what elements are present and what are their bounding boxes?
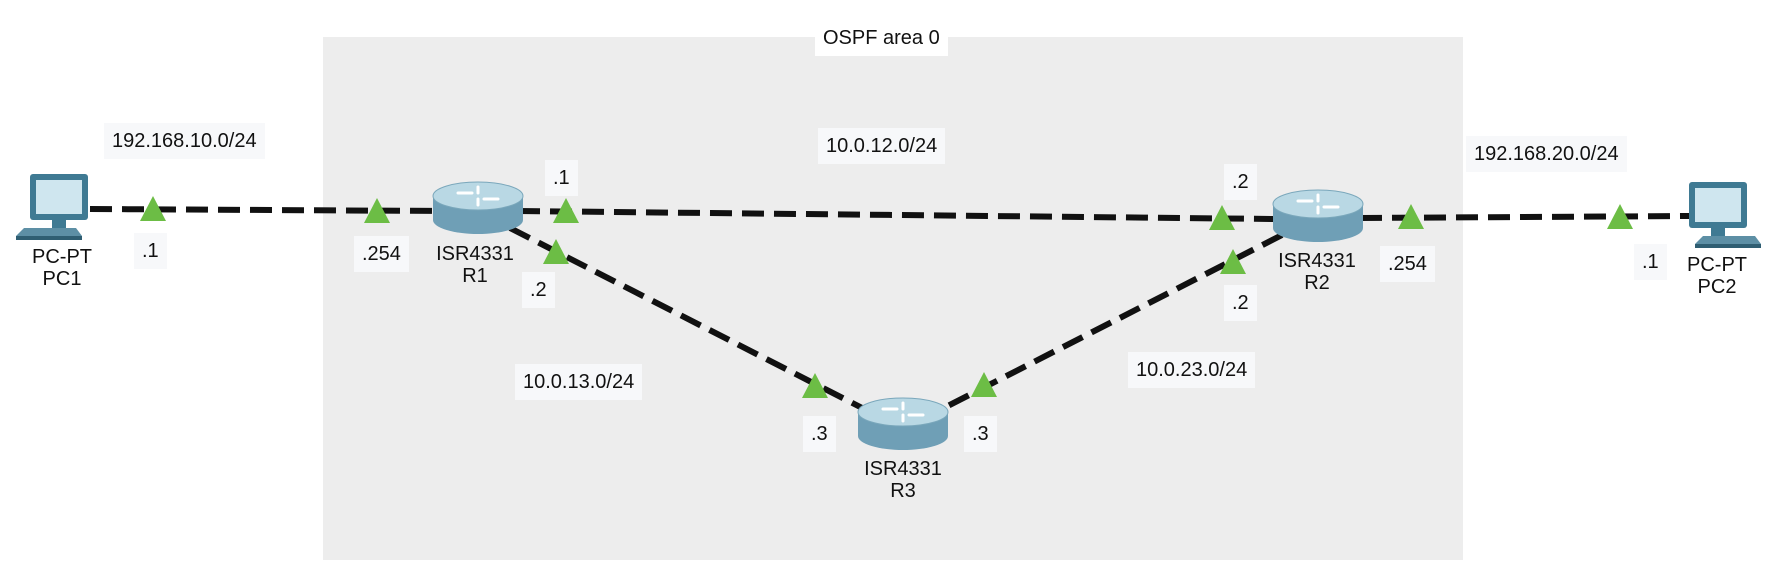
router-icon[interactable] <box>428 180 528 240</box>
device-name: R1 <box>462 265 488 287</box>
link-pc1-r1 <box>89 206 446 214</box>
interface-address-label: .3 <box>964 416 997 452</box>
port-indicator-pc2 <box>1607 204 1633 229</box>
network-label: 192.168.20.0/24 <box>1466 136 1627 172</box>
port-indicator-r1-right <box>553 198 579 223</box>
device-model: PC-PT <box>32 246 92 268</box>
pc-icon[interactable] <box>12 170 102 250</box>
interface-address-label: .254 <box>1380 246 1435 282</box>
device-model: ISR4331 <box>864 458 942 480</box>
r1-label: ISR4331 R1 <box>415 243 535 287</box>
link-r2-pc2 <box>1359 213 1691 221</box>
interface-address-label: .1 <box>1634 244 1667 280</box>
device-name: R2 <box>1304 272 1330 294</box>
ospf-area-label: OSPF area 0 <box>815 20 948 56</box>
device-model: PC-PT <box>1687 254 1747 276</box>
interface-address-label: .1 <box>134 233 167 269</box>
network-label: 10.0.12.0/24 <box>818 128 946 164</box>
port-indicator-r1-left <box>364 198 390 223</box>
link-r1-r3 <box>508 225 872 415</box>
device-model: ISR4331 <box>1278 250 1356 272</box>
port-indicator-r1-bottom <box>543 239 569 264</box>
port-indicator-r3-left <box>802 373 828 398</box>
router-icon[interactable] <box>853 396 953 456</box>
r3-label: ISR4331 R3 <box>843 458 963 502</box>
interface-address-label: .254 <box>354 236 409 272</box>
port-indicator-r2-left <box>1209 205 1235 230</box>
link-r1-r2 <box>517 208 1276 222</box>
pc1-label: PC-PT PC1 <box>2 246 122 290</box>
device-name: PC2 <box>1697 276 1737 298</box>
interface-address-label: .2 <box>1224 285 1257 321</box>
port-indicator-r2-right <box>1398 204 1424 229</box>
port-indicator-r2-bottom <box>1220 249 1246 274</box>
interface-address-label: .2 <box>1224 164 1257 200</box>
network-label: 192.168.10.0/24 <box>104 123 265 159</box>
device-model: ISR4331 <box>436 243 514 265</box>
link-r2-r3 <box>936 232 1284 414</box>
pc2-label: PC-PT PC2 <box>1657 254 1777 298</box>
interface-address-label: .2 <box>522 272 555 308</box>
ospf-area-0-region <box>323 37 1463 560</box>
interface-address-label: .1 <box>545 160 578 196</box>
device-name: R3 <box>890 480 916 502</box>
r2-label: ISR4331 R2 <box>1257 250 1377 294</box>
port-indicator-r3-right <box>971 372 997 397</box>
network-label: 10.0.23.0/24 <box>1128 352 1256 388</box>
pc-icon[interactable] <box>1675 178 1765 258</box>
router-icon[interactable] <box>1268 188 1368 248</box>
port-indicator-pc1 <box>140 196 166 221</box>
device-name: PC1 <box>42 268 82 290</box>
network-label: 10.0.13.0/24 <box>515 364 643 400</box>
interface-address-label: .3 <box>803 416 836 452</box>
